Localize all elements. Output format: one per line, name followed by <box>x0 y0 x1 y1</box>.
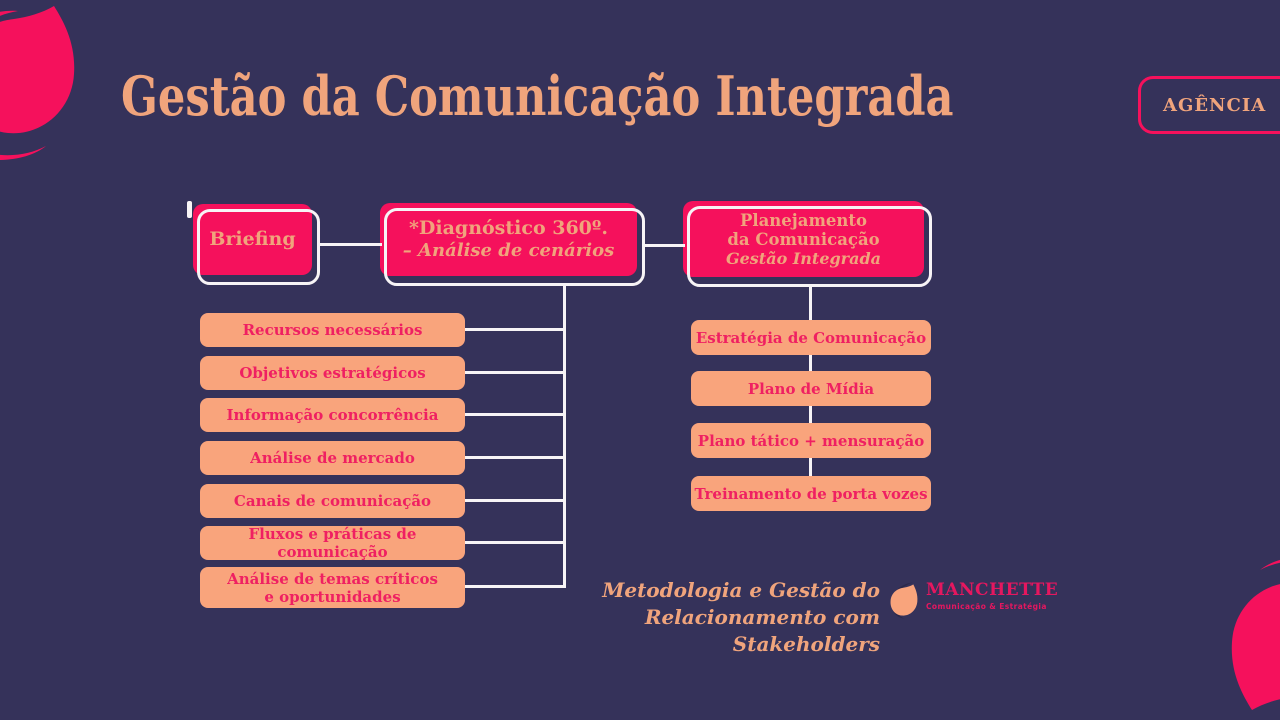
manchette-logo-name: MANCHETTE <box>926 580 1059 600</box>
flow-node-briefing: Briefing <box>193 203 320 285</box>
footer-caption: Metodologia e Gestão do Relacionamento c… <box>558 577 880 658</box>
agencia-badge: AGÊNCIA <box>1138 76 1280 134</box>
connector-branch-4 <box>464 456 565 459</box>
manchette-logo-tagline: Comunicação & Estratégia <box>926 602 1047 611</box>
flow-node-planejamento-line1: Planejamento <box>739 210 868 230</box>
connector-branch-1 <box>464 328 565 331</box>
flow-node-diagnostico-fill: *Diagnóstico 360º. – Análise de cenários <box>380 203 637 276</box>
flow-item-estrategia: Estratégia de Comunicação <box>691 320 931 355</box>
connector-branch-7 <box>464 585 565 588</box>
flow-item-analise-mercado: Análise de mercado <box>200 441 465 475</box>
connector-left-trunk <box>563 284 566 588</box>
flow-item-plano-midia: Plano de Mídia <box>691 371 931 406</box>
footer-caption-line2: Relacionamento com Stakeholders <box>644 605 880 656</box>
manchette-logo-icon <box>890 582 918 619</box>
flow-node-diagnostico-line1: *Diagnóstico 360º. <box>408 217 609 239</box>
comma-shape-top-left <box>0 6 75 160</box>
footer-caption-line1: Metodologia e Gestão do <box>602 578 880 602</box>
flow-node-diagnostico-frame <box>384 208 645 286</box>
page-title: Gestão da Comunicação Integrada <box>121 64 954 128</box>
flow-node-briefing-frame <box>197 209 320 285</box>
flow-node-planejamento-fill: Planejamento da Comunicação Gestão Integ… <box>683 201 924 277</box>
comma-shape-bottom-right <box>1231 556 1280 710</box>
flow-item-treinamento: Treinamento de porta vozes <box>691 476 931 511</box>
flow-item-temas-criticos: Análise de temas críticos e oportunidade… <box>200 567 465 608</box>
agencia-badge-label: AGÊNCIA <box>1163 94 1267 116</box>
connector-branch-2 <box>464 371 565 374</box>
connector-branch-5 <box>464 499 565 502</box>
connector-branch-6 <box>464 541 565 544</box>
connector-branch-3 <box>464 413 565 416</box>
flow-item-fluxos: Fluxos e práticas de comunicação <box>200 525 465 561</box>
flow-item-informacao: Informação concorrência <box>200 398 465 432</box>
flow-item-canais: Canais de comunicação <box>200 484 465 518</box>
flow-node-briefing-label: Briefing <box>209 228 296 250</box>
flow-item-plano-tatico: Plano tático + mensuração <box>691 423 931 458</box>
flow-node-diagnostico-line2: – Análise de cenários <box>402 240 615 261</box>
flow-node-planejamento-line3: Gestão Integrada <box>725 248 882 268</box>
flow-item-recursos: Recursos necessários <box>200 313 465 347</box>
flow-node-planejamento: Planejamento da Comunicação Gestão Integ… <box>683 200 932 287</box>
flow-node-planejamento-frame <box>687 206 932 287</box>
left-tick-mark <box>187 201 192 218</box>
flow-node-diagnostico: *Diagnóstico 360º. – Análise de cenários <box>380 202 645 286</box>
connector-briefing-diagnostico <box>318 243 382 246</box>
flow-node-planejamento-line2: da Comunicação <box>727 229 880 249</box>
flow-node-briefing-fill: Briefing <box>193 204 312 275</box>
manchette-logo: MANCHETTE Comunicação & Estratégia <box>890 580 1058 620</box>
connector-diagnostico-planejamento <box>643 244 685 247</box>
flow-item-objetivos: Objetivos estratégicos <box>200 356 465 390</box>
